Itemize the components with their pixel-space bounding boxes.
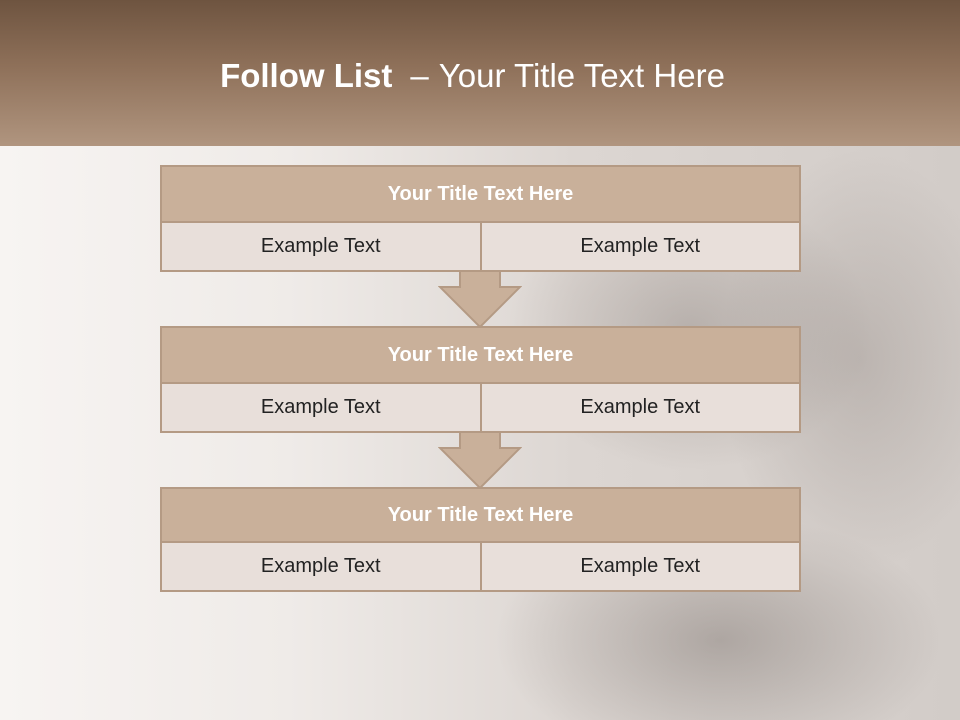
step-row: Example Text Example Text (160, 543, 801, 592)
step-row: Example Text Example Text (160, 223, 801, 272)
header-band (0, 0, 960, 146)
title-bold: Follow List (220, 57, 393, 94)
step-cell-right: Example Text (480, 543, 801, 592)
step-block-1: Your Title Text Here Example Text Exampl… (160, 165, 801, 272)
step-cell-left: Example Text (160, 223, 481, 272)
title-rest: Your Title Text Here (438, 57, 725, 94)
step-title: Your Title Text Here (160, 487, 801, 543)
step-cell-right: Example Text (480, 384, 801, 433)
down-arrow-icon (438, 432, 522, 490)
page-title: Follow List–Your Title Text Here (0, 56, 945, 96)
step-title: Your Title Text Here (160, 165, 801, 223)
down-arrow-icon (438, 271, 522, 329)
step-block-3: Your Title Text Here Example Text Exampl… (160, 487, 801, 592)
step-block-2: Your Title Text Here Example Text Exampl… (160, 326, 801, 433)
step-row: Example Text Example Text (160, 384, 801, 433)
title-dash: – (410, 57, 429, 94)
step-cell-right: Example Text (480, 223, 801, 272)
step-cell-left: Example Text (160, 384, 481, 433)
step-cell-left: Example Text (160, 543, 481, 592)
step-title: Your Title Text Here (160, 326, 801, 384)
